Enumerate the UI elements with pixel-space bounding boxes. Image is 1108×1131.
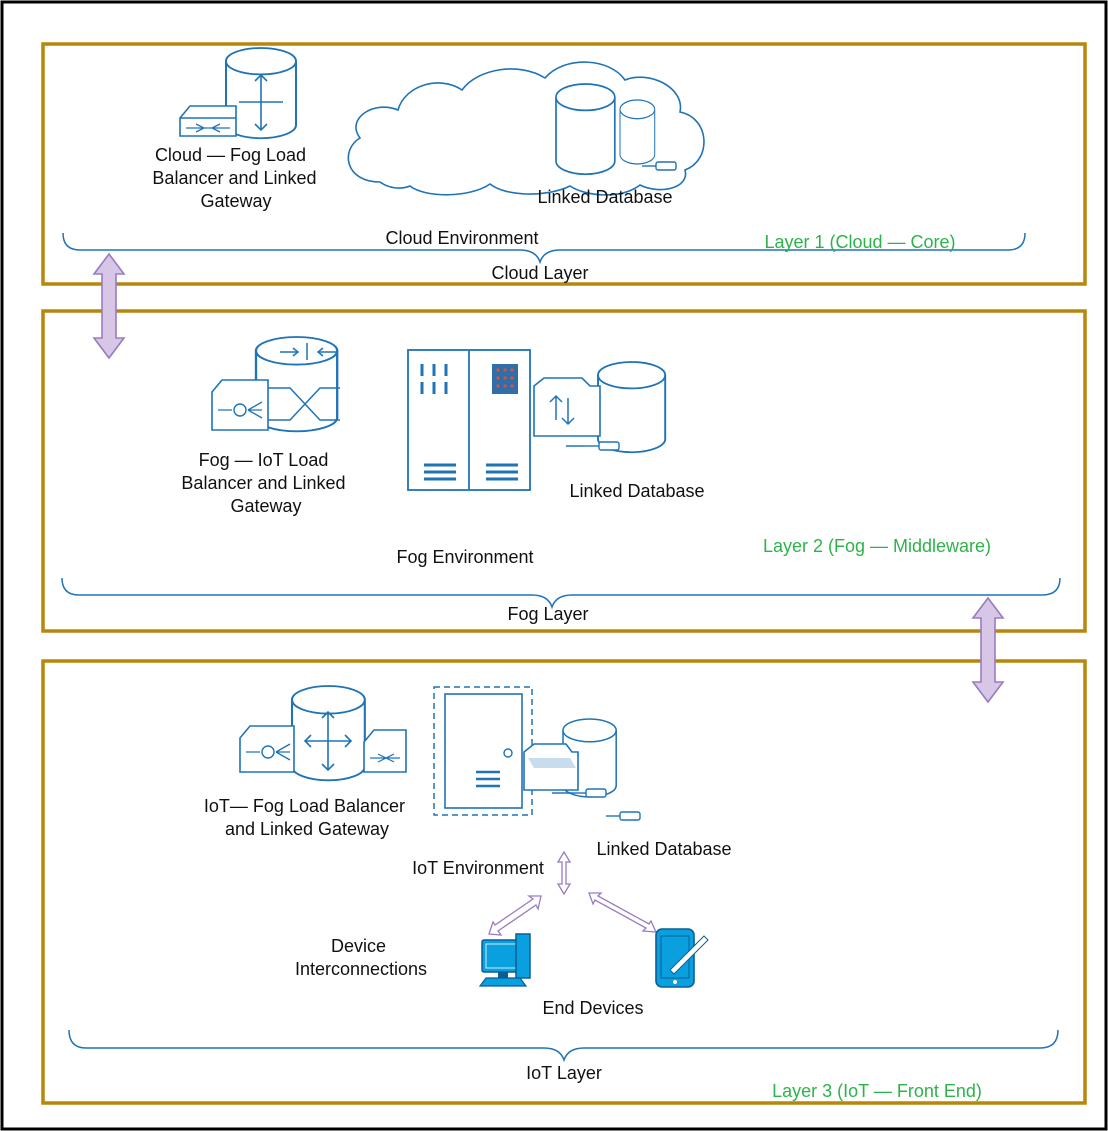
environment-label: Fog Environment xyxy=(396,547,533,567)
environment-brace xyxy=(68,1029,1059,1063)
end-devices-label: End Devices xyxy=(542,998,643,1018)
layer-1-border xyxy=(41,42,1087,286)
environment-brace xyxy=(61,577,1061,610)
environment-label: Cloud Environment xyxy=(385,228,538,248)
layer-3-border xyxy=(41,659,1087,1105)
layer-2-border xyxy=(41,309,1087,633)
environment-brace xyxy=(62,232,1026,265)
gateway-icon xyxy=(179,105,237,137)
layer-name-label: IoT Layer xyxy=(526,1063,602,1083)
layer-number-label: Layer 1 (Cloud — Core) xyxy=(764,232,955,252)
layer-number-label: Layer 2 (Fog — Middleware) xyxy=(763,536,991,556)
fog-layer: Fog — IoT Load Balancer and Linked Gatew… xyxy=(41,309,1087,633)
environment-label: IoT Environment xyxy=(412,858,544,878)
fog-iot-arrow xyxy=(971,596,1005,704)
cloud-fog-arrow xyxy=(92,252,126,360)
router-icon xyxy=(225,47,297,140)
gateway-icon xyxy=(239,725,407,773)
file-server-icon xyxy=(433,686,533,816)
tablet-icon xyxy=(655,928,709,988)
layer-number-label: Layer 3 (IoT — Front End) xyxy=(772,1081,982,1101)
router-icon xyxy=(290,684,366,782)
iot-layer: IoT— Fog Load Balancer and Linked Gatewa… xyxy=(41,659,1087,1105)
database-icon xyxy=(533,361,667,454)
layer-name-label: Cloud Layer xyxy=(491,263,588,283)
database-label: Linked Database xyxy=(537,187,672,207)
gateway-label: Fog — IoT Load Balancer and Linked Gatew… xyxy=(181,450,350,516)
database-label: Linked Database xyxy=(569,481,704,501)
gateway-icon xyxy=(211,379,269,431)
router-icon xyxy=(254,335,340,433)
desktop-computer-icon xyxy=(478,933,531,987)
server-rack-icon xyxy=(407,349,531,491)
cloud-layer: Cloud — Fog Load Balancer and Linked Gat… xyxy=(41,42,1087,286)
database-icon xyxy=(523,718,641,821)
gateway-label: IoT— Fog Load Balancer and Linked Gatewa… xyxy=(204,796,410,839)
interconnections-label: Device Interconnections xyxy=(295,936,427,979)
database-label: Linked Database xyxy=(596,839,731,859)
layer-name-label: Fog Layer xyxy=(507,604,588,624)
double-arrow-icon xyxy=(488,850,658,936)
gateway-label: Cloud — Fog Load Balancer and Linked Gat… xyxy=(152,145,321,211)
